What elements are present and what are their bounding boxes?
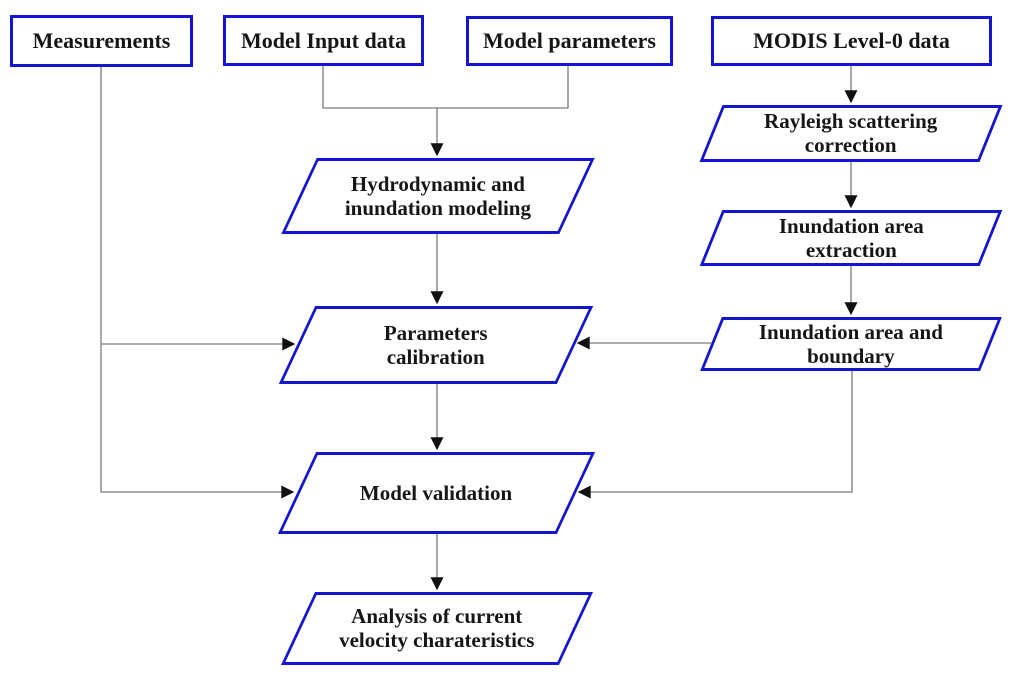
node-model-parameters-label: Model parameters — [483, 28, 656, 53]
node-model-parameters: Model parameters — [466, 16, 673, 66]
edge-boundary-to-validation — [577, 371, 853, 499]
node-rayleigh-correction-label: Rayleigh scattering correction — [764, 109, 938, 158]
node-model-validation: Model validation — [277, 452, 596, 534]
node-inundation-extraction-label: Inundation area extraction — [778, 213, 924, 262]
node-parameters-calibration-label: Parameters calibration — [384, 320, 488, 369]
node-model-input-data: Model Input data — [223, 15, 424, 66]
node-inundation-boundary-label: Inundation area and boundary — [758, 319, 944, 368]
node-inundation-boundary: Inundation area and boundary — [700, 317, 1002, 371]
node-measurements-label: Measurements — [32, 28, 171, 53]
node-inundation-extraction: Inundation area extraction — [699, 210, 1003, 266]
node-parameters-calibration: Parameters calibration — [278, 306, 594, 384]
node-model-validation-label: Model validation — [360, 480, 513, 505]
edge-inputs-junction — [322, 66, 569, 109]
node-model-input-data-label: Model Input data — [240, 27, 407, 53]
node-measurements: Measurements — [10, 15, 193, 67]
node-hydrodynamic-modeling: Hydrodynamic and inundation modeling — [281, 158, 595, 234]
node-rayleigh-correction: Rayleigh scattering correction — [699, 105, 1003, 162]
node-modis-level0-data-label: MODIS Level-0 data — [753, 28, 950, 53]
node-analysis-velocity-label: Analysis of current velocity charaterist… — [339, 604, 535, 653]
node-hydrodynamic-modeling-label: Hydrodynamic and inundation modeling — [344, 171, 532, 220]
node-modis-level0-data: MODIS Level-0 data — [711, 16, 992, 66]
node-analysis-velocity: Analysis of current velocity charaterist… — [280, 592, 594, 665]
edge-measurements-to-validation — [100, 67, 295, 499]
